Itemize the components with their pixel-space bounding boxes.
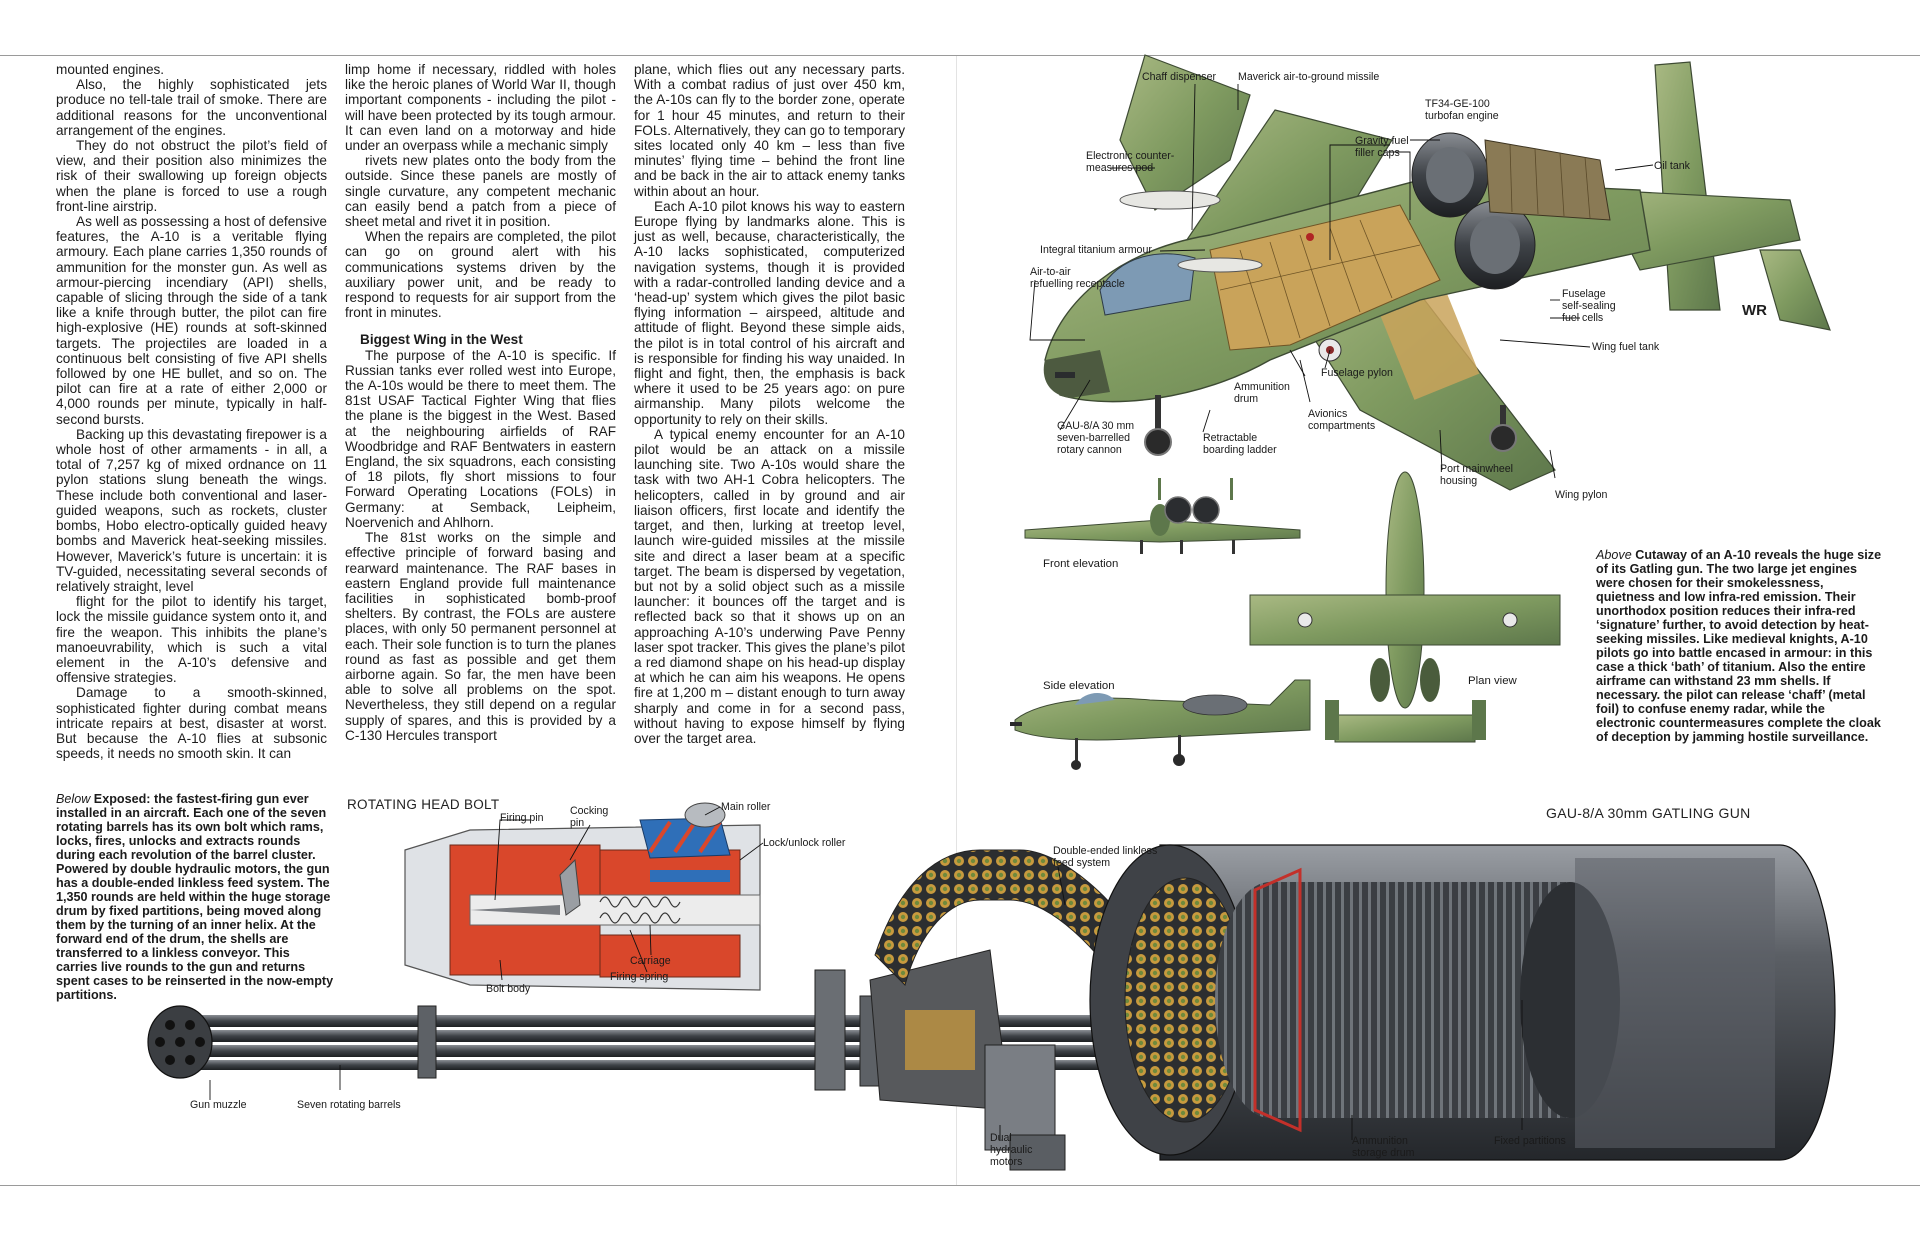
article-paragraph: Backing up this devastating firepower is… [56,426,327,594]
label-oil-tank: Oil tank [1654,160,1690,172]
label-cocking-pin: Cocking pin [570,805,609,829]
label-maverick-missile: Maverick air-to-ground missile [1238,71,1380,83]
label-side-elevation: Side elevation [1043,680,1115,692]
subheading: Biggest Wing in the West [360,332,523,348]
label-boarding-ladder: Retractable boarding ladder [1203,432,1277,456]
plan-view-drawing [1249,471,1561,743]
gun-barrels-drawing [147,949,1175,1111]
label-firing-spring: Firing spring [610,971,669,983]
gun-leader-lines [209,866,1523,1140]
aircraft-leader-lines [1029,83,1654,479]
tail-code: WR [1742,302,1767,319]
below-caption: Below Exposed: the fastest-firing gun ev… [56,792,334,1002]
top-rule [0,55,1920,56]
label-gravity-fuel-caps: Gravity fuel filler caps [1355,135,1409,159]
label-fuselage-fuel-cells: Fuselage self-sealing fuel cells [1562,288,1616,324]
above-caption: Above Cutaway of an A-10 reveals the hug… [1596,548,1882,744]
article-paragraph: rivets new plates onto the body from the… [345,153,616,230]
label-port-mainwheel: Port mainwheel housing [1440,463,1514,487]
label-tf34-engine: TF34-GE-100 turbofan engine [1425,98,1499,122]
article-paragraph: A typical enemy encounter for an A-10 pi… [634,426,905,746]
hydraulic-motors-drawing [984,1044,1066,1171]
label-chaff-dispenser: Chaff dispenser [1142,71,1217,83]
label-fuselage-pylon: Fuselage pylon [1321,367,1393,379]
bottom-rule [0,1185,1920,1186]
article-paragraph: Also, the highly sophisticated jets prod… [56,77,327,138]
label-ammunition-storage-drum: Ammunition storage drum [1352,1135,1415,1159]
label-refuelling-receptacle: Air-to-air refuelling receptacle [1030,266,1125,290]
label-gun-muzzle: Gun muzzle [190,1099,247,1111]
label-ecm-pod: Electronic counter- measures pod [1086,150,1175,174]
label-firing-pin: Firing pin [500,812,544,824]
front-elevation-drawing [1024,478,1301,554]
label-carriage: Carriage [630,955,671,967]
article-paragraph: flight for the pilot to identify his tar… [56,594,327,686]
bolt-leader-lines [494,806,764,981]
article-paragraph: plane, which flies out any necessary par… [634,62,905,199]
label-linkless-feed: Double-ended linkless feed system [1053,845,1158,869]
article-paragraph: Each A-10 pilot knows his way to eastern… [634,198,905,427]
page-gutter [956,56,957,1185]
article-paragraph: When the repairs are completed, the pilo… [345,229,616,321]
article-column-1: mounted engines.Also, the highly sophist… [56,62,327,761]
label-main-roller: Main roller [721,801,771,813]
ammunition-drum-drawing [1089,844,1836,1161]
label-lock-unlock-roller: Lock/unlock roller [763,837,846,849]
article-paragraph: limp home if necessary, riddled with hol… [345,62,616,154]
article-paragraph: The purpose of the A-10 is specific. If … [345,347,616,530]
article-paragraph: They do not obstruct the pilot’s field o… [56,138,327,214]
label-front-elevation: Front elevation [1043,558,1119,570]
label-ammunition-drum: Ammunition drum [1234,381,1290,405]
label-seven-rotating-barrels: Seven rotating barrels [297,1099,401,1111]
label-gau8-cannon: GAU-8/A 30 mm seven-barrelled rotary can… [1057,420,1135,456]
label-plan-view: Plan view [1468,675,1517,687]
article-paragraph: mounted engines. [56,62,165,77]
label-wing-pylon: Wing pylon [1555,489,1608,501]
label-titanium-armour: Integral titanium armour [1040,244,1152,256]
article-column-3: plane, which flies out any necessary par… [634,62,905,746]
label-avionics: Avionics compartments [1308,408,1376,432]
label-fixed-partitions: Fixed partitions [1494,1135,1566,1147]
article-paragraph: Damage to a smooth-skinned, sophisticate… [56,685,327,762]
article-column-2: limp home if necessary, riddled with hol… [345,62,616,743]
label-bolt-body: Bolt body [486,983,531,995]
side-elevation-drawing [1010,679,1311,770]
rotating-head-bolt-title: ROTATING HEAD BOLT [347,797,500,812]
label-wing-fuel-tank: Wing fuel tank [1592,341,1660,353]
gatling-gun-title: GAU-8/A 30mm GATLING GUN [1546,805,1751,821]
a10-cutaway-drawing [1043,54,1831,491]
article-paragraph: The 81st works on the simple and effecti… [345,530,616,743]
label-dual-hydraulic-motors: Dual hydraulic motors [990,1132,1033,1168]
rotating-head-bolt-drawing [404,802,761,991]
article-paragraph: As well as possessing a host of defensiv… [56,214,327,427]
